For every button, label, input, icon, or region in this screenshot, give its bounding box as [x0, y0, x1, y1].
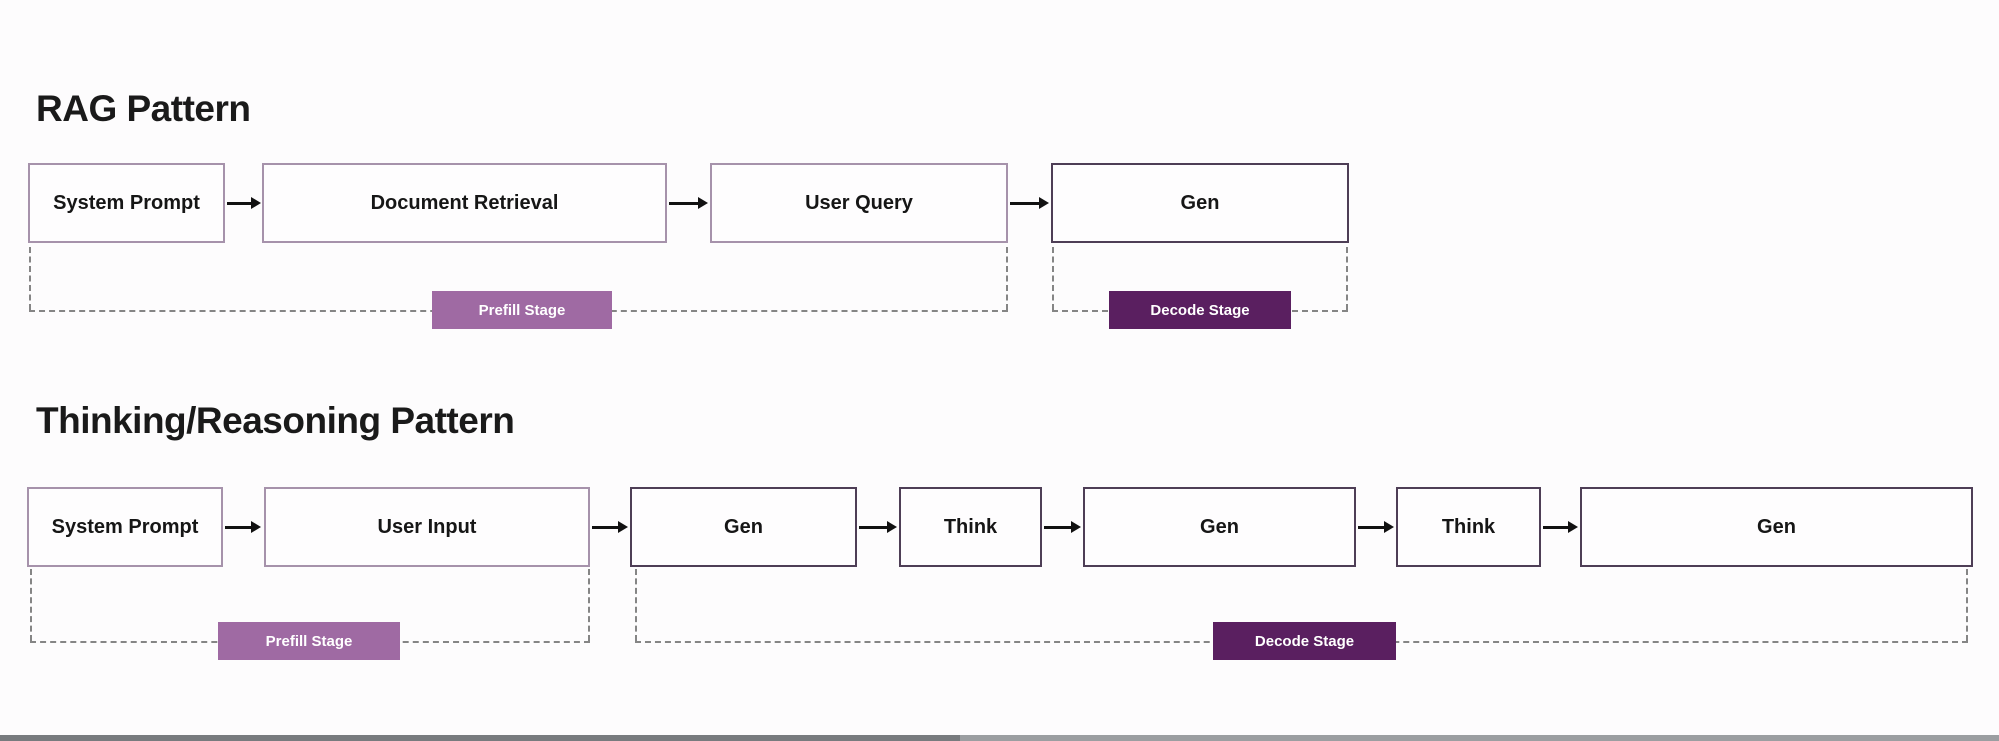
think-arrow-4	[1044, 521, 1081, 533]
arrow-head-icon	[618, 521, 628, 533]
rag-arrow-1	[227, 197, 261, 209]
think-node-gen-1: Gen	[630, 487, 857, 567]
rag-decode-bracket-right	[1346, 247, 1348, 310]
rag-decode-stage-badge: Decode Stage	[1109, 291, 1291, 329]
rag-node-system-prompt: System Prompt	[28, 163, 225, 243]
rag-node-document-retrieval: Document Retrieval	[262, 163, 667, 243]
think-node-think-2: Think	[1396, 487, 1541, 567]
arrow-shaft	[1358, 526, 1387, 529]
rag-prefill-bracket-left	[29, 247, 31, 310]
think-arrow-5	[1358, 521, 1394, 533]
think-decode-bracket-right	[1966, 569, 1968, 641]
arrow-shaft	[669, 202, 701, 205]
rag-arrow-3	[1010, 197, 1049, 209]
arrow-head-icon	[887, 521, 897, 533]
think-node-system-prompt: System Prompt	[27, 487, 223, 567]
arrow-shaft	[592, 526, 621, 529]
arrow-head-icon	[1384, 521, 1394, 533]
think-arrow-3	[859, 521, 897, 533]
think-arrow-2	[592, 521, 628, 533]
rag-decode-bracket-left	[1052, 247, 1054, 310]
arrow-head-icon	[1039, 197, 1049, 209]
think-node-think-1: Think	[899, 487, 1042, 567]
think-prefill-bracket-left	[30, 569, 32, 641]
arrow-head-icon	[698, 197, 708, 209]
arrow-head-icon	[251, 197, 261, 209]
arrow-shaft	[1010, 202, 1042, 205]
think-node-gen-3: Gen	[1580, 487, 1973, 567]
arrow-shaft	[859, 526, 890, 529]
think-arrow-6	[1543, 521, 1578, 533]
think-prefill-stage-badge: Prefill Stage	[218, 622, 400, 660]
arrow-shaft	[227, 202, 254, 205]
think-node-gen-2: Gen	[1083, 487, 1356, 567]
arrow-shaft	[1044, 526, 1074, 529]
rag-arrow-2	[669, 197, 708, 209]
video-progress-bar[interactable]	[0, 735, 1999, 741]
video-progress-played	[0, 735, 960, 741]
arrow-head-icon	[1071, 521, 1081, 533]
rag-pattern-title: RAG Pattern	[36, 88, 251, 129]
think-prefill-bracket-right	[588, 569, 590, 641]
think-decode-stage-badge: Decode Stage	[1213, 622, 1396, 660]
rag-node-gen: Gen	[1051, 163, 1349, 243]
arrow-head-icon	[1568, 521, 1578, 533]
think-decode-bracket-left	[635, 569, 637, 641]
arrow-shaft	[1543, 526, 1571, 529]
arrow-head-icon	[251, 521, 261, 533]
rag-node-user-query: User Query	[710, 163, 1008, 243]
arrow-shaft	[225, 526, 254, 529]
think-node-user-input: User Input	[264, 487, 590, 567]
rag-prefill-bracket-right	[1006, 247, 1008, 310]
thinking-pattern-title: Thinking/Reasoning Pattern	[36, 400, 515, 441]
think-arrow-1	[225, 521, 261, 533]
rag-prefill-stage-badge: Prefill Stage	[432, 291, 612, 329]
